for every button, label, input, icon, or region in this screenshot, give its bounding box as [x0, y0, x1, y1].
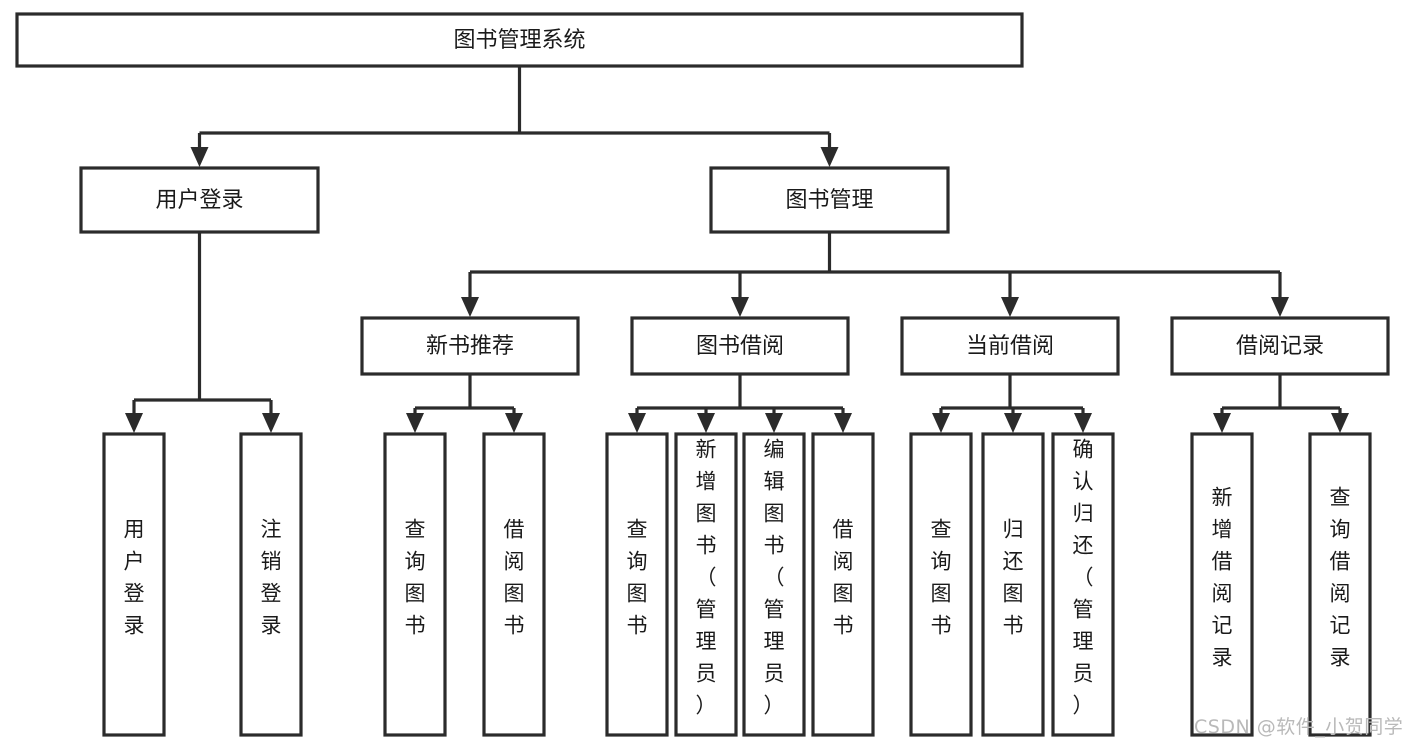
leaf-label: 注销登录: [261, 518, 282, 638]
leaf-node-leaf-borrow-book-2[interactable]: 借阅图书: [811, 432, 875, 737]
arrow-head-icon: [190, 147, 209, 167]
level2-node-book-manage[interactable]: 图书管理: [709, 166, 950, 234]
node-label: 当前借阅: [966, 334, 1054, 359]
box-outline: [383, 432, 447, 737]
arrow-head-icon: [262, 413, 280, 433]
box-outline: [102, 432, 166, 737]
arrow-head-icon: [1213, 413, 1231, 433]
arrow-head-icon: [628, 413, 646, 433]
level2-node-user-login[interactable]: 用户登录: [79, 166, 320, 234]
arrow-head-icon: [765, 413, 783, 433]
leaf-node-leaf-edit-book[interactable]: 编辑图书（管理员）: [742, 432, 806, 737]
leaf-label: 查询图书: [405, 518, 426, 638]
box-outline: [15, 12, 1024, 68]
leaf-node-leaf-borrow-book-1[interactable]: 借阅图书: [482, 432, 546, 737]
box-outline: [981, 432, 1045, 737]
box-outline: [1190, 432, 1254, 737]
box-outline: [900, 316, 1120, 376]
leaf-node-leaf-query-book-3[interactable]: 查询图书: [909, 432, 973, 737]
arrow-head-icon: [1074, 413, 1092, 433]
box-outline: [605, 432, 669, 737]
box-outline: [674, 432, 738, 737]
node-label: 新书推荐: [426, 334, 514, 359]
node-label: 借阅记录: [1236, 334, 1324, 359]
node-label: 图书借阅: [696, 334, 784, 359]
leaf-node-leaf-logout[interactable]: 注销登录: [239, 432, 303, 737]
arrow-head-icon: [731, 297, 749, 317]
node-label: 用户登录: [155, 188, 243, 213]
connector-group-new-book-rec: [406, 374, 523, 433]
box-outline: [360, 316, 580, 376]
arrow-head-icon: [932, 413, 950, 433]
arrow-head-icon: [1271, 297, 1289, 317]
level3-node-current-borrow[interactable]: 当前借阅: [900, 316, 1120, 376]
node-label: 图书管理系统: [453, 28, 585, 53]
leaf-label: 编辑图书（管理员）: [764, 438, 785, 718]
watermark-text: CSDN @软件_小贺同学: [1194, 716, 1404, 738]
leaf-label: 归还图书: [1003, 518, 1024, 638]
leaf-label: 查询借阅记录: [1330, 486, 1351, 670]
connector-group-current-borrow: [932, 374, 1092, 433]
level3-node-borrow-record[interactable]: 借阅记录: [1170, 316, 1390, 376]
leaf-label: 确认归还（管理员）: [1073, 438, 1094, 718]
connector-group-book-borrow: [628, 374, 852, 433]
leaf-node-leaf-query-book-1[interactable]: 查询图书: [383, 432, 447, 737]
box-outline: [742, 432, 806, 737]
leaf-label: 用户登录: [124, 518, 145, 638]
connectors-layer: [125, 66, 1349, 433]
arrow-head-icon: [125, 413, 143, 433]
leaf-label: 借阅图书: [504, 518, 525, 638]
connector-group-book-manage: [461, 232, 1289, 317]
leaf-node-leaf-query-book-2[interactable]: 查询图书: [605, 432, 669, 737]
leaf-node-leaf-query-record[interactable]: 查询借阅记录: [1308, 432, 1372, 737]
arrow-head-icon: [1001, 297, 1019, 317]
leaf-label: 新增图书（管理员）: [696, 438, 717, 718]
box-outline: [79, 166, 320, 234]
leaf-label: 借阅图书: [833, 518, 854, 638]
box-outline: [709, 166, 950, 234]
arrow-head-icon: [406, 413, 424, 433]
arrow-head-icon: [505, 413, 523, 433]
connector-group-user-login: [125, 232, 280, 433]
leaf-node-leaf-add-record[interactable]: 新增借阅记录: [1190, 432, 1254, 737]
leaf-node-leaf-confirm-return[interactable]: 确认归还（管理员）: [1051, 432, 1115, 737]
boxes-layer: 图书管理系统用户登录图书管理新书推荐图书借阅当前借阅借阅记录用户登录注销登录查询…: [15, 12, 1390, 737]
box-outline: [811, 432, 875, 737]
arrow-head-icon: [1331, 413, 1349, 433]
arrow-head-icon: [820, 147, 839, 167]
box-outline: [1308, 432, 1372, 737]
box-outline: [1170, 316, 1390, 376]
leaf-node-leaf-return-book[interactable]: 归还图书: [981, 432, 1045, 737]
node-label: 图书管理: [785, 188, 873, 213]
leaf-label: 查询图书: [931, 518, 952, 638]
box-outline: [909, 432, 973, 737]
box-outline: [1051, 432, 1115, 737]
box-outline: [239, 432, 303, 737]
arrow-head-icon: [834, 413, 852, 433]
connector-group-borrow-record: [1213, 374, 1349, 433]
arrow-head-icon: [461, 297, 479, 317]
level3-node-book-borrow[interactable]: 图书借阅: [630, 316, 850, 376]
leaf-label: 查询图书: [627, 518, 648, 638]
leaf-label: 新增借阅记录: [1212, 486, 1233, 670]
leaf-node-leaf-add-book[interactable]: 新增图书（管理员）: [674, 432, 738, 737]
box-outline: [630, 316, 850, 376]
connector-group-root: [190, 66, 839, 167]
box-outline: [482, 432, 546, 737]
level3-node-new-book-rec[interactable]: 新书推荐: [360, 316, 580, 376]
arrow-head-icon: [697, 413, 715, 433]
leaf-node-leaf-user-login[interactable]: 用户登录: [102, 432, 166, 737]
root-node-root[interactable]: 图书管理系统: [15, 12, 1024, 68]
arrow-head-icon: [1004, 413, 1022, 433]
